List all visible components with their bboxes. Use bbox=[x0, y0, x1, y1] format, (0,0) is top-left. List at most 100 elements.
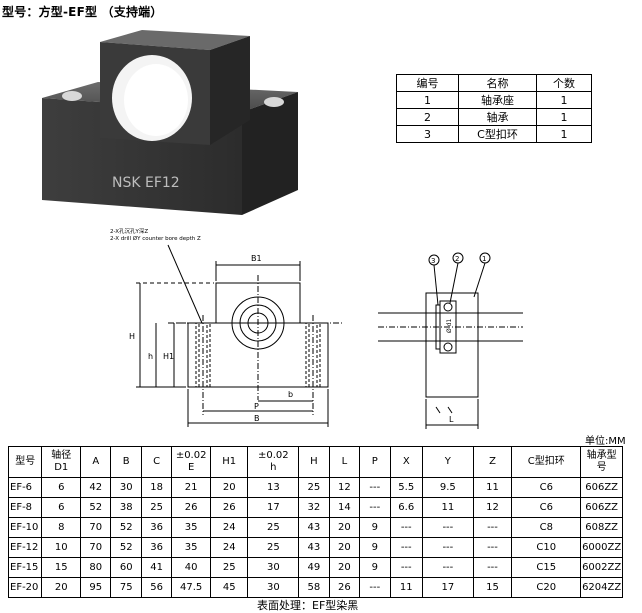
spec-cell: C10 bbox=[511, 537, 582, 558]
spec-cell: 17 bbox=[421, 577, 474, 598]
label-b-small: b bbox=[288, 390, 293, 399]
spec-cell: 9 bbox=[359, 557, 391, 578]
spec-cell: 18 bbox=[140, 477, 173, 498]
spec-header-cell: C型扣环 bbox=[511, 446, 582, 478]
spec-cell: 6002ZZ bbox=[580, 557, 623, 578]
parts-header-cell: 名称 bbox=[458, 74, 537, 92]
spec-cell: 11 bbox=[389, 577, 423, 598]
spec-cell: --- bbox=[359, 497, 391, 518]
spec-cell: 43 bbox=[298, 517, 330, 538]
spec-cell: 12 bbox=[472, 497, 513, 518]
spec-cell: --- bbox=[472, 517, 513, 538]
spec-cell: 6.6 bbox=[389, 497, 423, 518]
spec-cell: C15 bbox=[511, 557, 582, 578]
spec-cell: 5.5 bbox=[389, 477, 423, 498]
parts-cell: 轴承座 bbox=[458, 91, 537, 109]
parts-cell: 2 bbox=[396, 108, 459, 126]
spec-cell: 41 bbox=[140, 557, 173, 578]
spec-cell: 80 bbox=[80, 557, 112, 578]
spec-cell: 32 bbox=[298, 497, 330, 518]
spec-cell: 20 bbox=[328, 517, 361, 538]
spec-cell: 35 bbox=[171, 517, 211, 538]
spec-cell: 9.5 bbox=[421, 477, 474, 498]
spec-header-cell: 型号 bbox=[7, 446, 43, 478]
parts-header-cell: 个数 bbox=[536, 74, 592, 92]
label-l: L bbox=[449, 415, 454, 424]
spec-cell: --- bbox=[389, 537, 423, 558]
spec-header-cell: B bbox=[110, 446, 142, 478]
spec-cell: --- bbox=[359, 577, 391, 598]
spec-cell: 13 bbox=[247, 477, 300, 498]
spec-cell: 25 bbox=[140, 497, 173, 518]
spec-header-cell: P bbox=[359, 446, 391, 478]
parts-cell: 1 bbox=[536, 125, 592, 143]
parts-cell: 1 bbox=[536, 91, 592, 109]
spec-header-cell: X bbox=[389, 446, 423, 478]
parts-row: 3 C型扣环 1 bbox=[396, 125, 592, 143]
spec-cell: --- bbox=[421, 517, 474, 538]
spec-cell: 30 bbox=[247, 577, 300, 598]
callout-1: 1 bbox=[482, 255, 486, 263]
spec-cell: 9 bbox=[359, 517, 391, 538]
spec-header-cell: L bbox=[328, 446, 361, 478]
spec-model-cell: EF-15 bbox=[7, 557, 43, 578]
spec-cell: 70 bbox=[80, 517, 112, 538]
spec-cell: 21 bbox=[171, 477, 211, 498]
spec-cell: --- bbox=[389, 517, 423, 538]
page-title: 型号：方型-EF型 （支持端） bbox=[2, 5, 163, 19]
spec-cell: 24 bbox=[209, 517, 249, 538]
spec-cell: 20 bbox=[209, 477, 249, 498]
spec-cell: 36 bbox=[140, 537, 173, 558]
spec-cell: 47.5 bbox=[171, 577, 211, 598]
spec-cell: 8 bbox=[41, 517, 82, 538]
label-d1: Ø d1 bbox=[446, 319, 453, 333]
spec-cell: C6 bbox=[511, 477, 582, 498]
spec-cell: 42 bbox=[80, 477, 112, 498]
spec-cell: 26 bbox=[171, 497, 211, 518]
spec-cell: 58 bbox=[298, 577, 330, 598]
drawing-note-cn: 2-X孔沉孔Y深Z bbox=[110, 227, 148, 235]
spec-header-cell: C bbox=[140, 446, 173, 478]
parts-cell: 3 bbox=[396, 125, 459, 143]
parts-header-cell: 编号 bbox=[396, 74, 459, 92]
spec-cell: --- bbox=[389, 557, 423, 578]
spec-cell: C6 bbox=[511, 497, 582, 518]
spec-cell: 606ZZ bbox=[580, 477, 623, 498]
callout-3: 3 bbox=[431, 257, 435, 265]
spec-cell: --- bbox=[472, 537, 513, 558]
spec-cell: 17 bbox=[247, 497, 300, 518]
spec-cell: 70 bbox=[80, 537, 112, 558]
spec-cell: 608ZZ bbox=[580, 517, 623, 538]
label-h-small: h bbox=[148, 352, 153, 361]
parts-row: 1 轴承座 1 bbox=[396, 91, 592, 109]
spec-header-cell: Z bbox=[472, 446, 513, 478]
spec-header-cell: A bbox=[80, 446, 112, 478]
spec-cell: 6 bbox=[41, 477, 82, 498]
spec-cell: 75 bbox=[110, 577, 142, 598]
drawing-note-en: 2-X drill ØY counter bore depth Z bbox=[110, 235, 201, 242]
side-view-drawing: 3 2 1 Ø d1 L bbox=[378, 252, 523, 429]
spec-header-cell: H1 bbox=[209, 446, 249, 478]
unit-label: 单位:MM bbox=[585, 436, 626, 447]
spec-cell: 14 bbox=[328, 497, 361, 518]
spec-cell: 11 bbox=[421, 497, 474, 518]
spec-header-cell: 轴承型号 bbox=[580, 446, 623, 478]
parts-cell: 1 bbox=[396, 91, 459, 109]
spec-cell: 20 bbox=[328, 557, 361, 578]
spec-cell: 25 bbox=[247, 537, 300, 558]
spec-cell: --- bbox=[359, 477, 391, 498]
spec-cell: 49 bbox=[298, 557, 330, 578]
spec-cell: 9 bbox=[359, 537, 391, 558]
spec-cell: C8 bbox=[511, 517, 582, 538]
parts-cell: 轴承 bbox=[458, 108, 537, 126]
spec-cell: 26 bbox=[209, 497, 249, 518]
spec-cell: 30 bbox=[110, 477, 142, 498]
spec-cell: 12 bbox=[328, 477, 361, 498]
spec-header-cell: Y bbox=[421, 446, 474, 478]
